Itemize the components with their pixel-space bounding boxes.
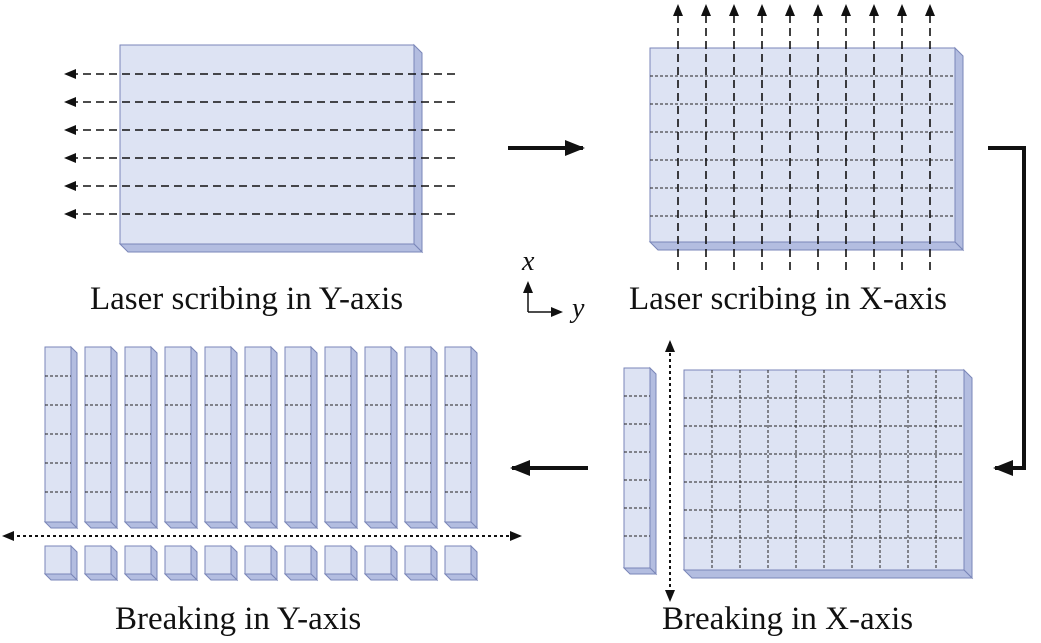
step2-scribe-lines	[673, 4, 935, 270]
step2-wafer	[648, 46, 965, 252]
chip-die	[163, 544, 199, 582]
chip-bar	[163, 345, 199, 530]
chip-die	[203, 544, 239, 582]
chip-die	[243, 544, 279, 582]
chip-die	[403, 544, 439, 582]
caption-step2: Laser scribing in X-axis	[629, 281, 947, 317]
chip-die	[323, 544, 359, 582]
chip-bar	[443, 345, 479, 530]
caption-step4: Breaking in Y-axis	[115, 601, 362, 637]
axis-indicator	[523, 281, 563, 317]
chip-die	[123, 544, 159, 582]
chip-die	[43, 544, 79, 582]
step1-wafer	[118, 43, 424, 254]
caption-step1: Laser scribing in Y-axis	[90, 281, 404, 317]
x-axis-label: x	[522, 246, 535, 277]
chip-die	[443, 544, 479, 582]
chip-bar	[363, 345, 399, 530]
chip-bar	[43, 345, 79, 530]
step2-row-scribes	[650, 75, 955, 217]
chip-bar	[243, 345, 279, 530]
chip-bar	[403, 345, 439, 530]
caption-step3: Breaking in X-axis	[662, 601, 914, 637]
chip-die	[283, 544, 319, 582]
chip-bar	[283, 345, 319, 530]
chip-die	[83, 544, 119, 582]
step4-dice	[43, 544, 479, 582]
chip-bar	[203, 345, 239, 530]
arrow-step2-to-step3	[988, 146, 1026, 476]
chip-bar	[123, 345, 159, 530]
y-axis-label: y	[572, 293, 585, 324]
chip-bar	[323, 345, 359, 530]
chip-bar	[83, 345, 119, 530]
step3-strip	[622, 366, 658, 576]
step4-bars	[43, 345, 479, 530]
chip-die	[363, 544, 399, 582]
step3-wafer	[682, 368, 974, 580]
